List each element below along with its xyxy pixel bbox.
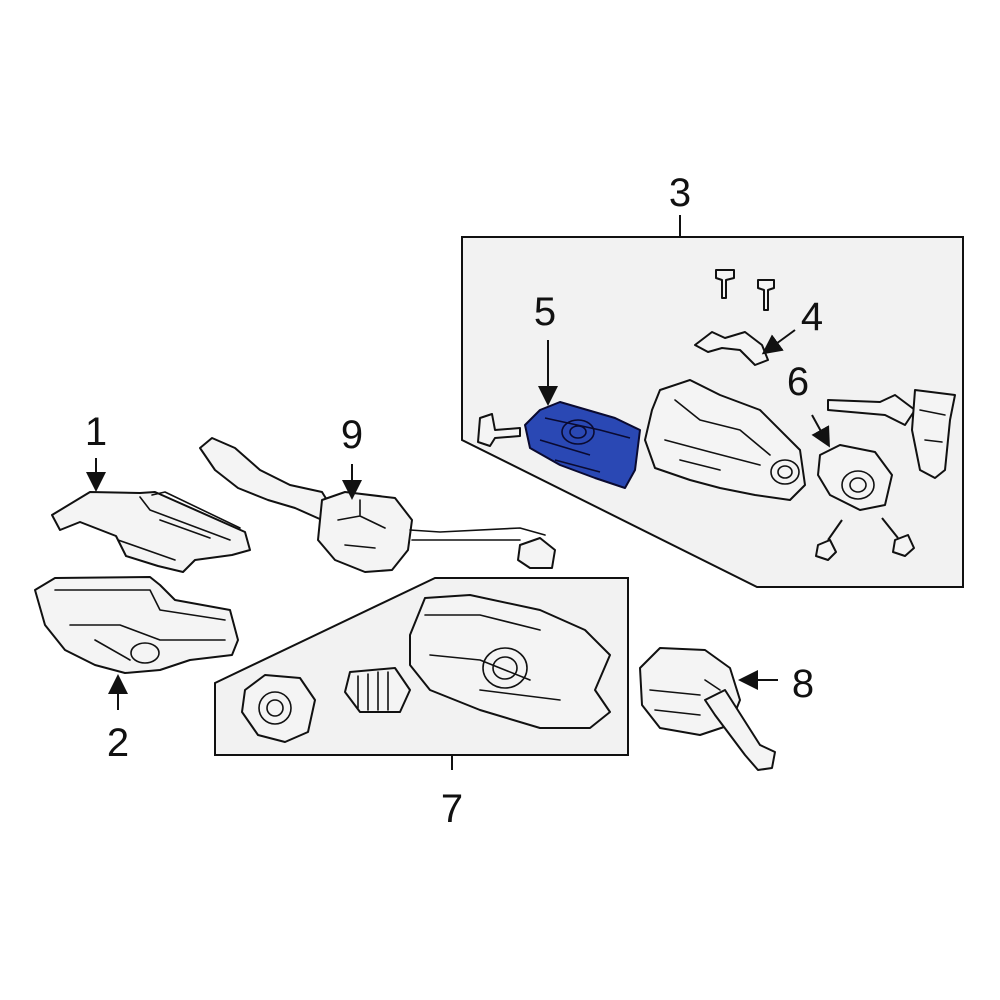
part-7-spring[interactable]: [344, 667, 411, 713]
key-assembly[interactable]: [827, 389, 956, 479]
bolts-under-part-6: [815, 517, 915, 561]
part-7-column-housing[interactable]: [409, 594, 611, 729]
callout-2: 2: [107, 721, 129, 765]
leader-4: [761, 329, 796, 355]
part-1-upper-cover[interactable]: [51, 491, 251, 573]
part-3-lock-housing[interactable]: [644, 379, 806, 501]
bolt-left-of-part-5: [477, 413, 521, 447]
part-6-key-cylinder[interactable]: [817, 444, 893, 511]
callout-1: 1: [85, 410, 107, 454]
callout-6: 6: [787, 360, 809, 404]
callout-9: 9: [341, 413, 363, 457]
part-8-combination-switch[interactable]: [639, 647, 776, 771]
callout-7: 7: [441, 787, 463, 831]
callout-4: 4: [801, 295, 823, 339]
part-9-switch-assembly[interactable]: [199, 437, 556, 573]
leader-6: [811, 414, 830, 448]
callout-5: 5: [534, 290, 556, 334]
callout-3: 3: [669, 171, 691, 215]
part-7-collar[interactable]: [241, 674, 316, 743]
part-5-ignition-switch-highlighted[interactable]: [524, 401, 641, 489]
part-4-bracket[interactable]: [694, 269, 775, 366]
callout-8: 8: [792, 662, 814, 706]
part-2-lower-cover[interactable]: [34, 576, 239, 674]
